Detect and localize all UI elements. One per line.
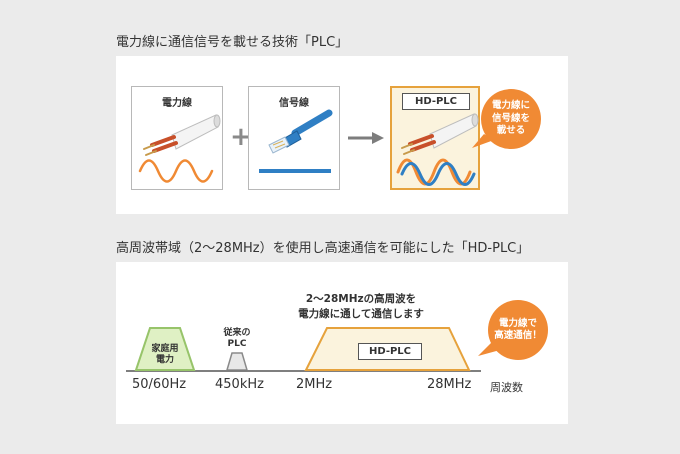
signal-line-card: 信号線 (248, 86, 340, 190)
bubble1-line3: 載せる (496, 125, 526, 137)
bubble2-line2: 高速通信！ (494, 330, 542, 341)
description-line2: 電力線に通して通信します (298, 307, 424, 320)
home-power-label: 家庭用 電力 (146, 344, 184, 367)
frequency-panel: 2〜28MHzの高周波を 電力線に通して通信します 家庭用 電力 従来の PLC… (116, 262, 568, 424)
section2-title: 高周波帯域（2〜28MHz）を使用し高速通信を可能にした「HD-PLC」 (116, 241, 530, 256)
home-power-line2: 電力 (155, 355, 174, 366)
home-power-band (134, 327, 196, 371)
plc-concept-panel: 電力線 + 信号線 (116, 56, 568, 214)
bubble1-line1: 電力線に (491, 100, 530, 112)
power-cable-icon (143, 114, 221, 156)
power-line-label: 電力線 (162, 98, 192, 109)
bubble2-line1: 電力線で (498, 317, 537, 329)
hdplc-wave-icon (396, 158, 476, 186)
power-line-card: 電力線 (131, 86, 223, 190)
legacy-plc-line2: PLC (227, 339, 247, 350)
bubble2-tail (478, 342, 500, 356)
description-line1: 2〜28MHzの高周波を (305, 293, 417, 305)
axis-unit-label: 周波数 (490, 381, 523, 394)
tick-28mhz: 28MHz (427, 377, 472, 392)
hdplc-card: HD-PLC (390, 86, 480, 190)
legacy-plc-label: 従来の PLC (220, 328, 254, 351)
legacy-plc-band (225, 352, 249, 371)
hdplc-description: 2〜28MHzの高周波を 電力線に通して通信します (276, 292, 446, 321)
hdplc-band-label: HD-PLC (358, 343, 422, 360)
tick-450khz: 450kHz (215, 377, 264, 392)
section1-title: 電力線に通信信号を載せる技術「PLC」 (116, 35, 349, 50)
home-power-line1: 家庭用 (151, 344, 179, 354)
hdplc-cable-icon (401, 113, 479, 155)
tick-2mhz: 2MHz (296, 377, 333, 392)
power-wave-icon (138, 159, 214, 183)
bubble1-line2: 信号線を (491, 112, 530, 124)
arrow-right-icon (348, 132, 384, 144)
hdplc-card-label: HD-PLC (402, 93, 470, 110)
signal-line-label: 信号線 (279, 98, 309, 109)
signal-line-icon (259, 169, 331, 173)
callout-bubble-2: 電力線で 高速通信！ (488, 300, 548, 360)
legacy-plc-line1: 従来の (223, 328, 251, 338)
bubble1-tail (472, 134, 494, 148)
plus-sign: + (230, 122, 252, 152)
tick-50-60hz: 50/60Hz (132, 377, 187, 392)
lan-cable-icon (268, 109, 333, 154)
